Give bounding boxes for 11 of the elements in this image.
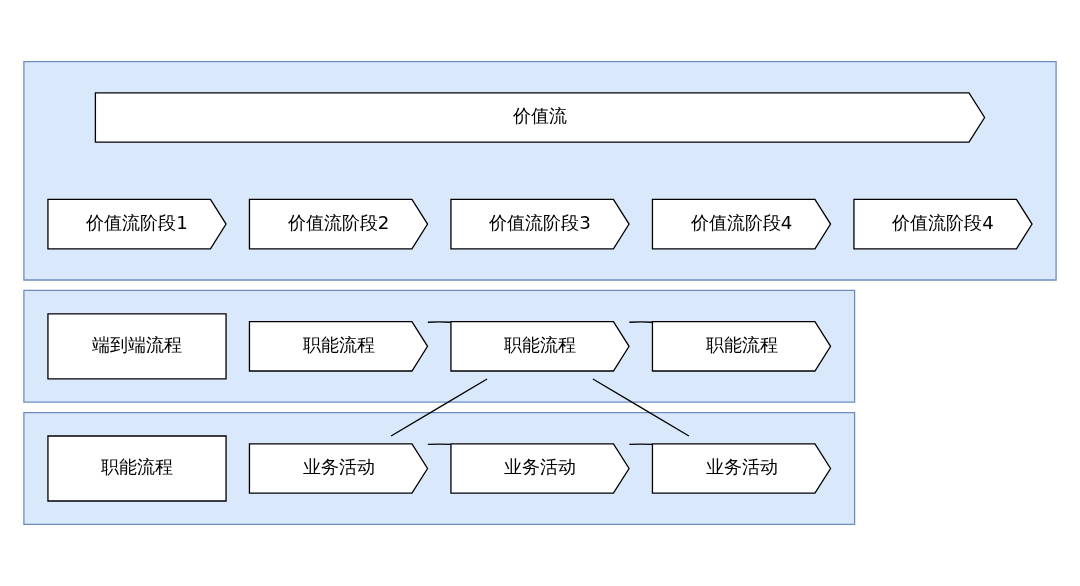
connector xyxy=(628,443,653,446)
node-box: 职能流程 xyxy=(47,435,227,502)
cluster xyxy=(23,60,1057,281)
node-box: 端到端流程 xyxy=(47,313,227,380)
connector xyxy=(390,378,488,437)
connector xyxy=(628,321,653,323)
connector xyxy=(592,378,690,437)
cluster xyxy=(23,411,856,526)
connector xyxy=(427,321,452,323)
cluster xyxy=(23,289,856,403)
connector xyxy=(427,443,452,446)
